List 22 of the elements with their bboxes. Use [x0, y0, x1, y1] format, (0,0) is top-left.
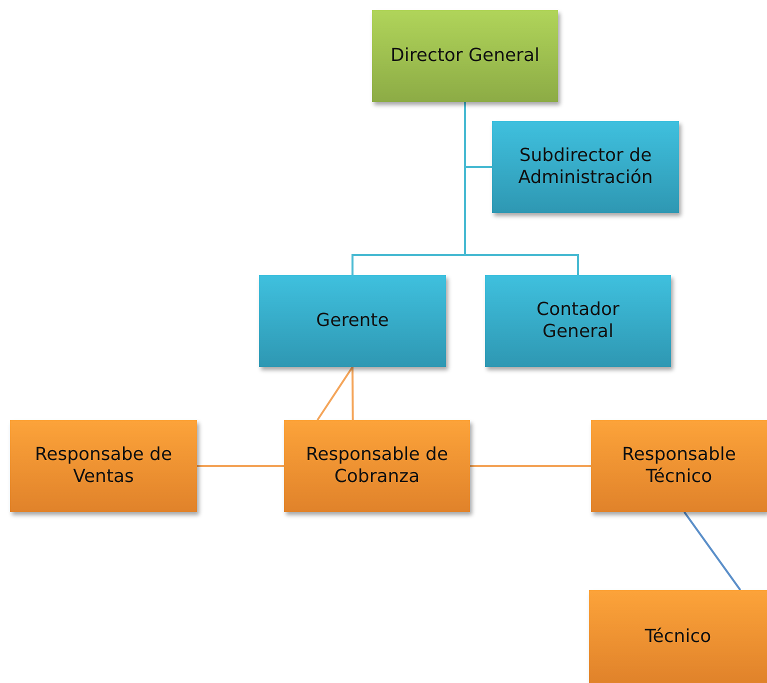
position-title: Director General: [390, 45, 540, 67]
connector-line: [683, 511, 742, 591]
org-box: [284, 420, 470, 512]
connector-line: [316, 366, 354, 421]
position-title: Responsabe de Ventas: [34, 444, 174, 488]
org-box: [591, 420, 767, 512]
position-title: Contador General: [536, 299, 620, 343]
connector-line: [464, 102, 579, 275]
connector-line: [352, 367, 354, 420]
position-title: Responsable Técnico: [621, 444, 737, 488]
position-title: Técnico: [644, 626, 712, 648]
org-box: [589, 590, 767, 683]
org-box: [492, 121, 679, 213]
org-box: [485, 275, 671, 367]
org-box: [259, 275, 446, 367]
position-title: Subdirector de Administración: [517, 145, 654, 189]
position-title: Responsable de Cobranza: [304, 444, 450, 488]
connector-line: [470, 465, 591, 467]
org-box: [10, 420, 197, 512]
connector-line: [197, 465, 284, 467]
position-title: Gerente: [315, 310, 390, 332]
org-box: [372, 10, 558, 102]
